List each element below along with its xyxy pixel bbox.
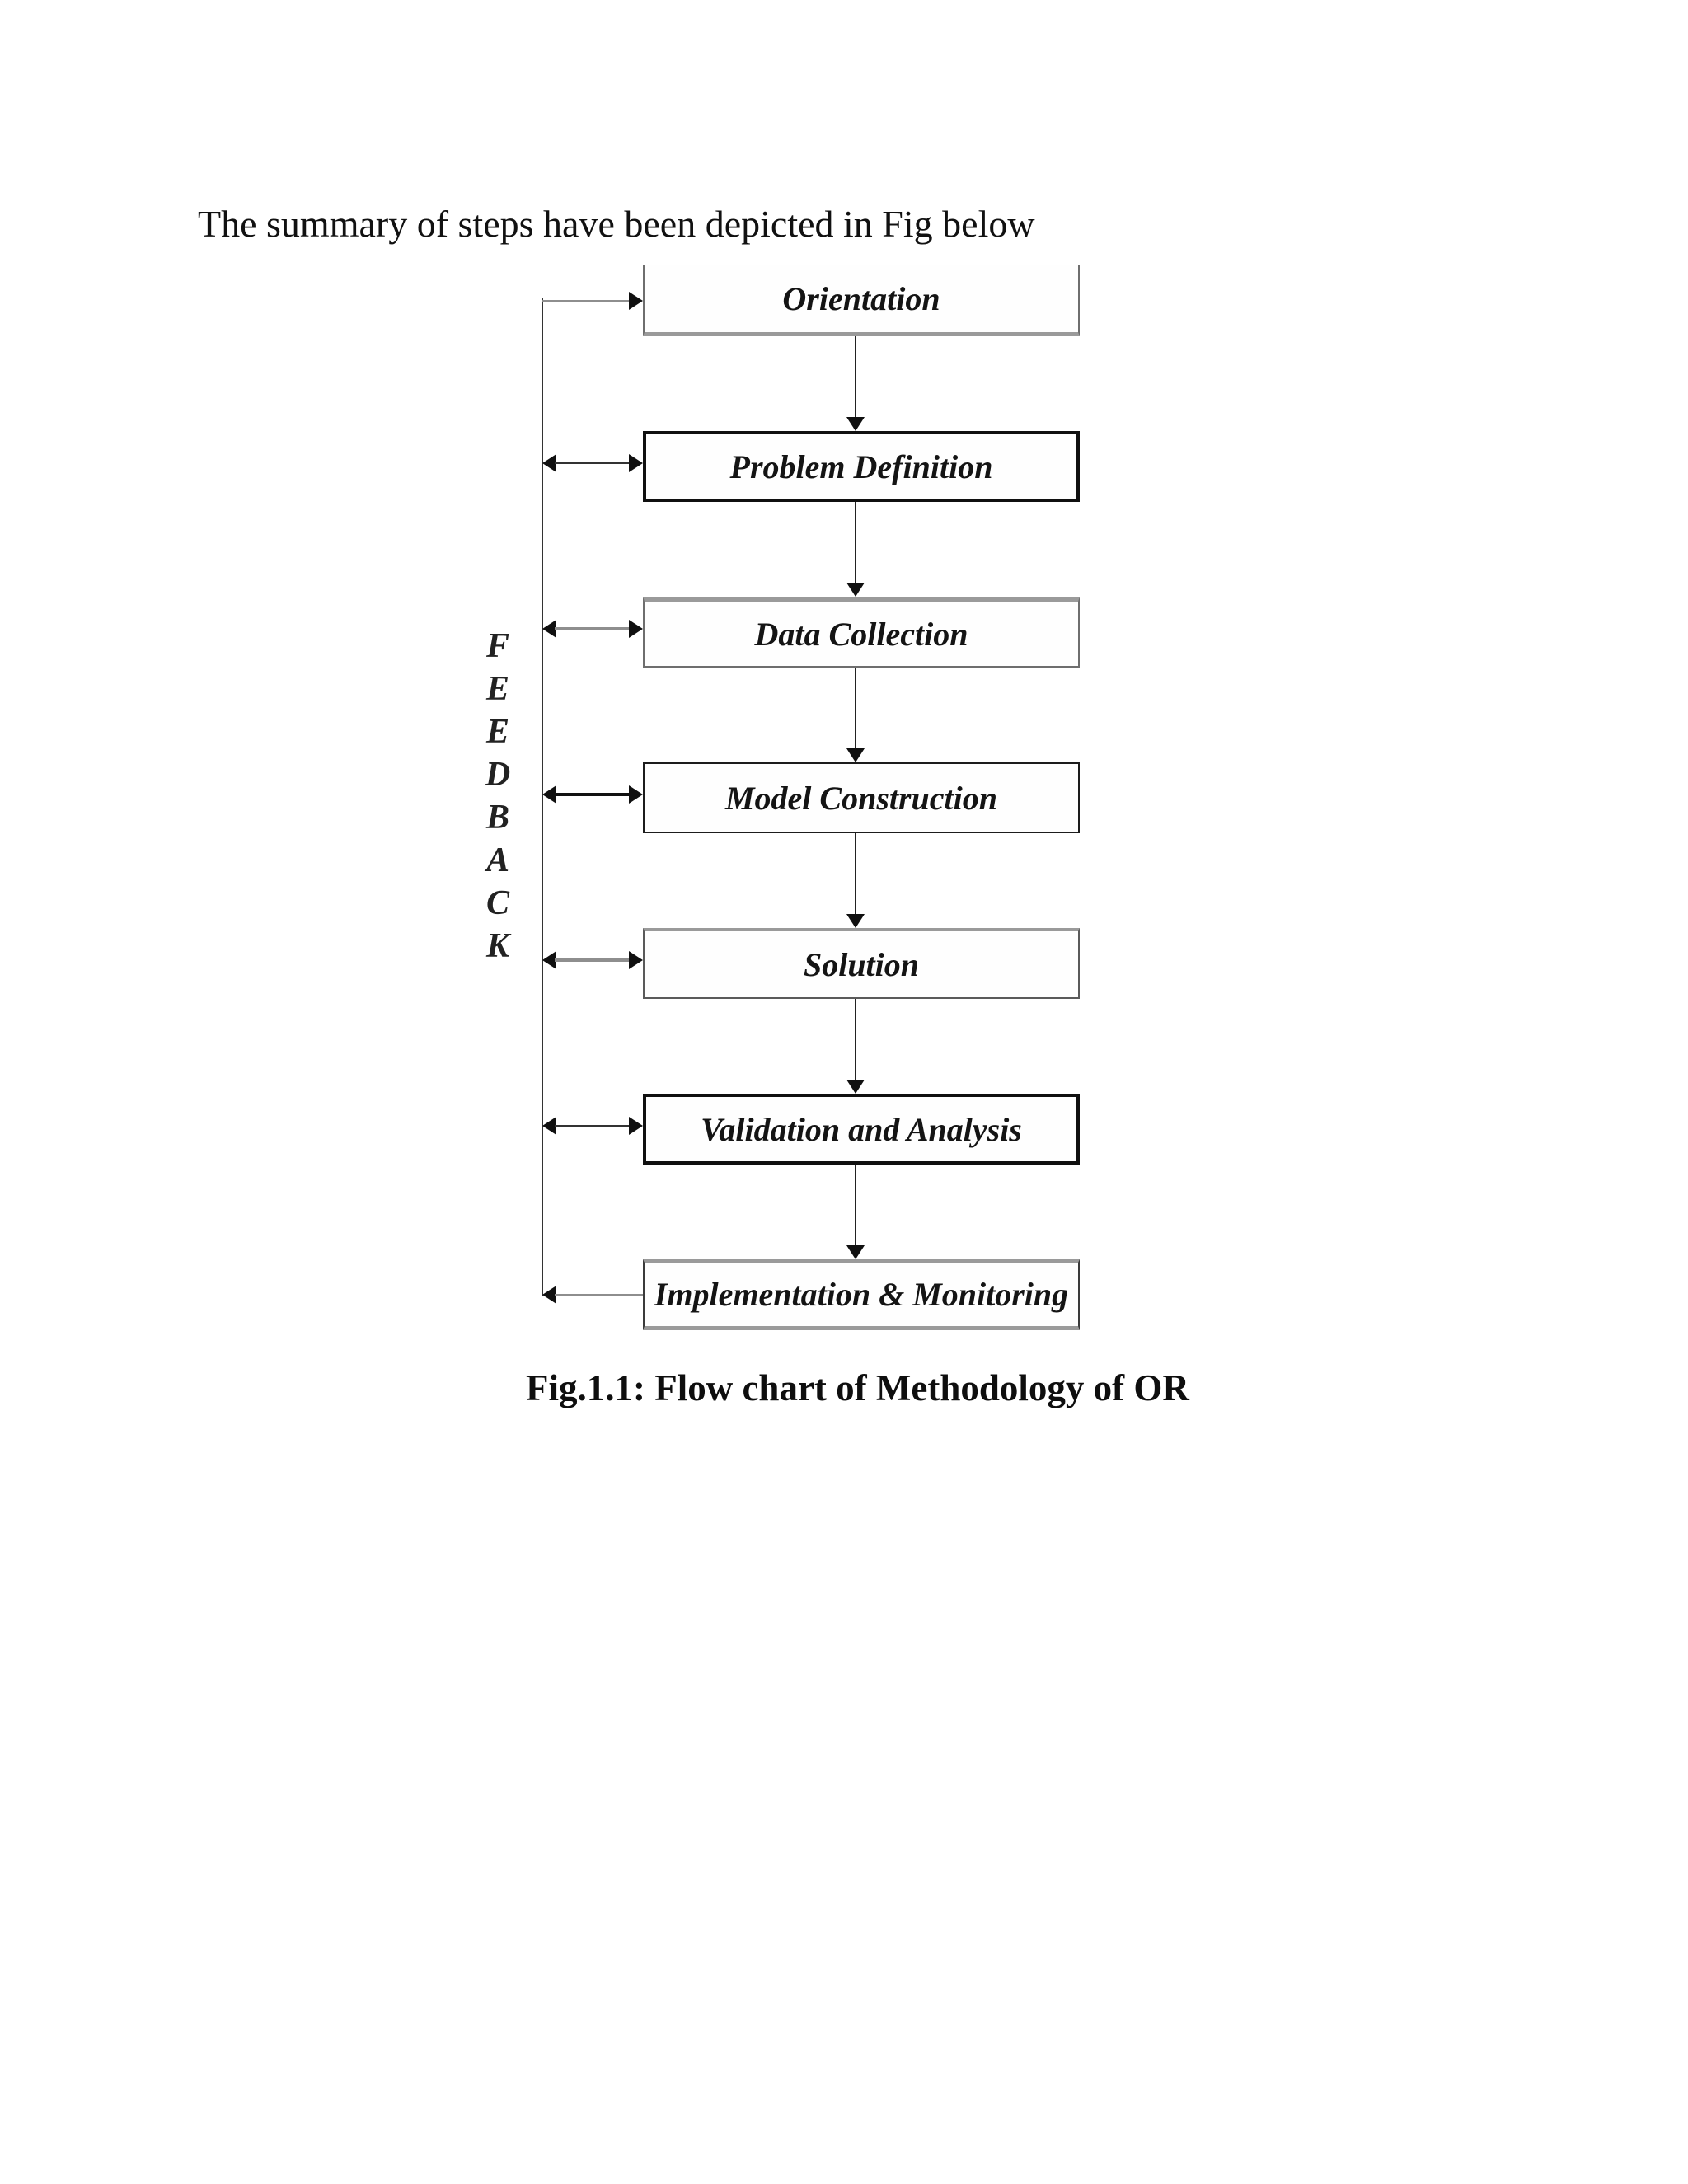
left-arrowhead-icon: [542, 951, 556, 969]
right-arrowhead-icon: [629, 785, 643, 804]
feedback-letter: E: [485, 713, 509, 751]
feedback-letter: E: [485, 670, 509, 708]
feedback-double-arrow-model-construction: [542, 785, 643, 804]
flow-box-label: Implementation & Monitoring: [654, 1276, 1069, 1313]
flow-box-problem-definition: Problem Definition: [643, 431, 1080, 502]
arrow-shaft: [855, 1165, 856, 1245]
feedback-letter: D: [485, 756, 511, 794]
right-arrowhead-icon: [629, 454, 643, 472]
down-arrow: [846, 1165, 865, 1259]
arrow-shaft: [855, 833, 856, 914]
figure-caption: Fig.1.1: Flow chart of Methodology of OR: [526, 1367, 1189, 1408]
flow-box-validation-analysis: Validation and Analysis: [643, 1094, 1080, 1165]
flow-box-implementation-monitoring: Implementation & Monitoring: [643, 1259, 1080, 1330]
feedback-letter: F: [485, 627, 509, 665]
arrow-shaft: [542, 299, 631, 302]
arrow-shaft: [855, 668, 856, 748]
feedback-arrow-from-implementation: [542, 1286, 643, 1304]
feedback-letter: C: [485, 884, 509, 922]
down-arrow: [846, 502, 865, 597]
right-arrowhead-icon: [629, 1117, 643, 1135]
feedback-arrow-into-orientation: [542, 292, 643, 310]
down-arrowhead-icon: [846, 417, 865, 431]
feedback-double-arrow-data-collection: [542, 620, 643, 638]
down-arrowhead-icon: [846, 748, 865, 762]
flow-box-label: Problem Definition: [729, 448, 993, 485]
left-arrowhead-icon: [542, 620, 556, 638]
down-arrow: [846, 999, 865, 1094]
feedback-letter: A: [485, 841, 509, 879]
feedback-double-arrow-solution: [542, 951, 643, 969]
arrow-shaft: [855, 999, 856, 1080]
down-arrow: [846, 833, 865, 928]
arrow-shaft: [555, 627, 631, 630]
flow-box-label: Orientation: [782, 280, 940, 317]
right-arrowhead-icon: [629, 620, 643, 638]
intro-sentence: The summary of steps have been depicted …: [198, 203, 1035, 245]
flow-box-model-construction: Model Construction: [643, 762, 1080, 833]
left-arrowhead-icon: [542, 1117, 556, 1135]
flow-box-label: Model Construction: [724, 779, 998, 817]
arrow-shaft: [855, 502, 856, 583]
down-arrowhead-icon: [846, 1080, 865, 1094]
flow-box-orientation: Orientation: [643, 265, 1080, 336]
down-arrowhead-icon: [846, 583, 865, 597]
arrow-shaft: [555, 462, 631, 464]
arrow-shaft: [555, 958, 631, 962]
arrow-shaft: [555, 1293, 643, 1296]
down-arrow: [846, 336, 865, 431]
flow-box-label: Data Collection: [754, 615, 968, 653]
down-arrowhead-icon: [846, 1245, 865, 1259]
arrow-shaft: [555, 793, 631, 796]
left-arrowhead-icon: [542, 1286, 556, 1304]
flow-box-label: Solution: [803, 945, 920, 983]
left-arrowhead-icon: [542, 454, 556, 472]
down-arrowhead-icon: [846, 914, 865, 928]
feedback-double-arrow-problem-definition: [542, 454, 643, 472]
feedback-letter: K: [485, 927, 509, 965]
left-arrowhead-icon: [542, 785, 556, 804]
flow-box-data-collection: Data Collection: [643, 597, 1080, 668]
feedback-label: F E E D B A C K: [478, 625, 518, 968]
down-arrow: [846, 668, 865, 762]
right-arrowhead-icon: [629, 292, 643, 310]
arrow-shaft: [855, 336, 856, 417]
flow-box-solution: Solution: [643, 928, 1080, 999]
arrow-shaft: [555, 1125, 631, 1127]
flow-box-label: Validation and Analysis: [701, 1110, 1022, 1148]
right-arrowhead-icon: [629, 951, 643, 969]
feedback-double-arrow-validation-analysis: [542, 1117, 643, 1135]
feedback-letter: B: [485, 799, 509, 837]
